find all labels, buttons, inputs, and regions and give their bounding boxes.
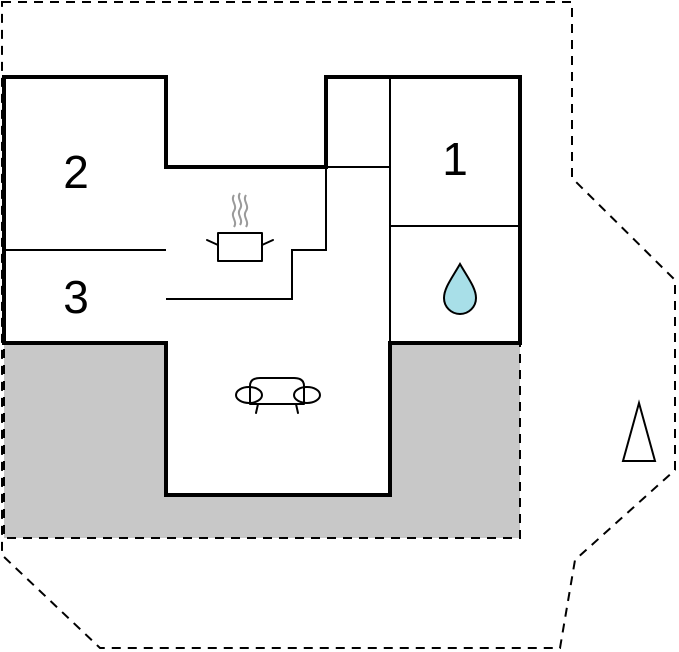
interior-walls (4, 77, 520, 343)
exterior-walls (2, 75, 522, 497)
room-label-1: 1 (442, 133, 468, 185)
room-label-3: 3 (63, 271, 89, 323)
water-drop-icon (442, 261, 478, 315)
room-fills (4, 77, 520, 495)
north-arrow-icon (621, 399, 657, 462)
sofa-icon (235, 377, 321, 414)
cooking-pot-icon (206, 192, 274, 262)
room-label-2: 2 (63, 146, 89, 198)
